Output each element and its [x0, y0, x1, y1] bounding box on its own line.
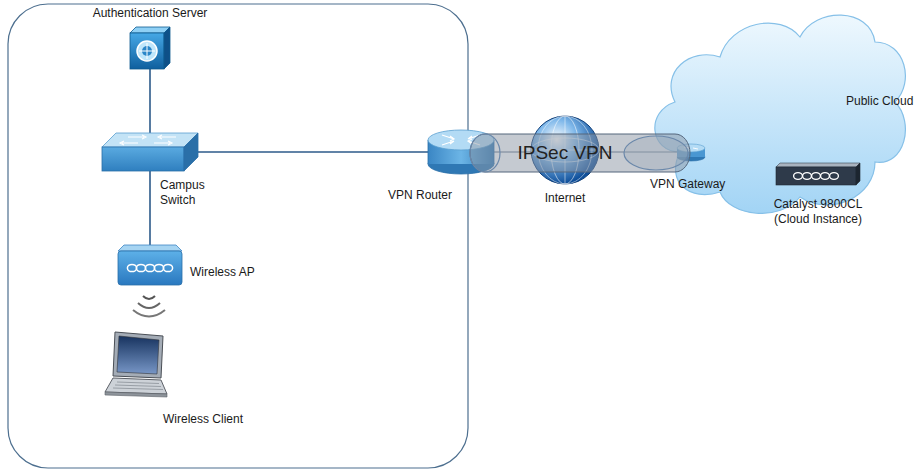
vpn-tunnel: IPSec VPN	[470, 134, 690, 172]
node-label: Catalyst 9800CL (Cloud Instance)	[770, 197, 866, 227]
wireless-wave	[133, 310, 165, 317]
icon-part	[137, 41, 157, 61]
network-link	[149, 171, 151, 245]
wireless-wave	[138, 303, 160, 308]
icon-part	[830, 173, 839, 180]
icon-part	[136, 264, 145, 271]
node-label: IPSec VPN	[490, 143, 640, 163]
icon-part	[118, 251, 182, 285]
icon-part	[531, 116, 599, 184]
server-icon	[130, 27, 170, 69]
switch-icon	[102, 133, 198, 171]
icon-part	[127, 264, 136, 271]
icon-part	[118, 245, 182, 251]
icon-part	[803, 173, 812, 180]
icon-part	[130, 33, 164, 69]
node-label: Wireless AP	[190, 265, 255, 280]
node-label: VPN Router	[388, 188, 452, 203]
icon-part	[531, 138, 599, 162]
icon-part	[102, 133, 198, 147]
icon-part	[812, 173, 821, 180]
icon-part	[624, 136, 688, 170]
icon-part	[163, 264, 172, 271]
icon-part	[470, 134, 500, 172]
node-label: Campus Switch	[160, 178, 215, 208]
icon-part	[821, 173, 830, 180]
icon-part	[531, 116, 599, 184]
icon-part	[117, 336, 159, 374]
node-label: Authentication Server	[80, 6, 220, 21]
icon-part	[102, 147, 184, 171]
icon-part	[470, 134, 690, 172]
node-label: Internet	[530, 191, 600, 206]
node-label: Public Cloud	[846, 94, 913, 109]
network-link	[149, 69, 151, 133]
icon-part	[113, 332, 163, 378]
wireless-wave	[143, 296, 155, 299]
access-point-node: Wireless AP	[118, 245, 182, 285]
icon-part	[120, 135, 176, 145]
icon-part	[856, 163, 860, 185]
icon-part	[113, 382, 163, 390]
controller-node: Catalyst 9800CL (Cloud Instance)	[776, 163, 860, 185]
server-node: Authentication Server	[130, 27, 170, 69]
icon-part	[677, 144, 705, 152]
icon-part	[184, 133, 198, 171]
network-link	[198, 151, 428, 153]
icon-part	[164, 27, 170, 69]
icon-part	[105, 378, 167, 394]
node-label: VPN Gateway	[650, 177, 725, 192]
icon-part	[154, 264, 163, 271]
icon-part	[794, 173, 803, 180]
icon-part	[145, 264, 154, 271]
node-label: Wireless Client	[163, 412, 243, 427]
icon-part	[776, 167, 856, 185]
laptop-icon	[105, 332, 167, 404]
controller-icon	[776, 163, 860, 185]
icon-part	[105, 392, 167, 397]
icon-part	[139, 43, 155, 59]
switch-node: Campus Switch	[102, 133, 198, 171]
client-node: Wireless Client	[105, 332, 167, 404]
icon-part	[130, 27, 170, 33]
campus-boundary	[8, 4, 468, 468]
ap-icon	[118, 245, 182, 285]
icon-part	[776, 163, 860, 167]
icon-part	[684, 147, 698, 149]
